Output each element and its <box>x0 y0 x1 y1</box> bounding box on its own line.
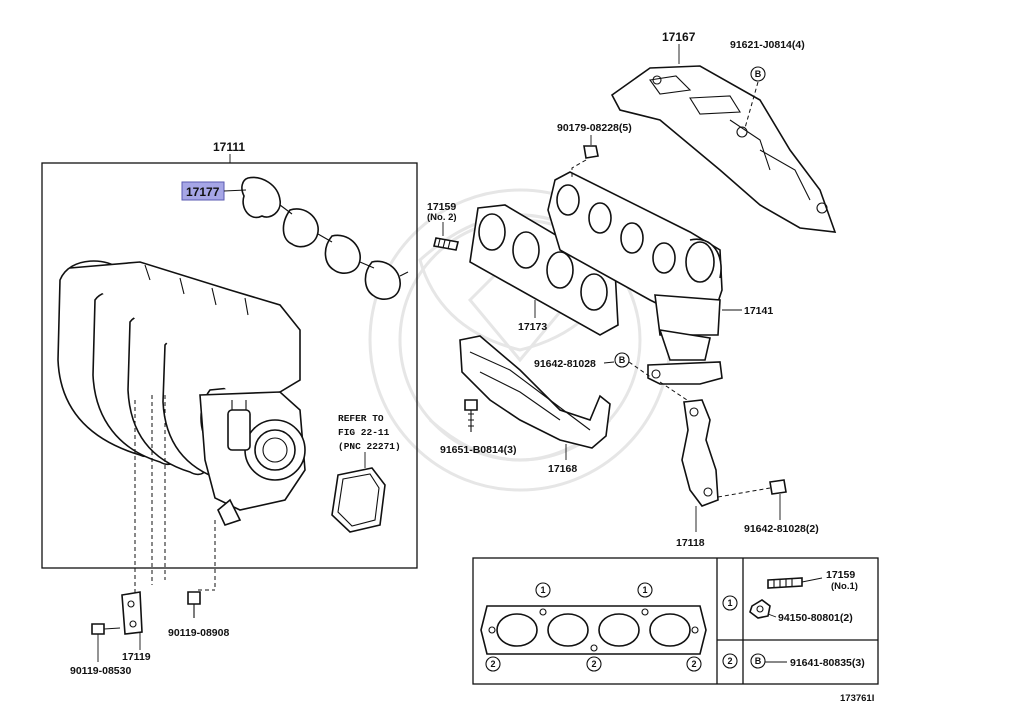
svg-text:2: 2 <box>490 659 495 669</box>
label-17173[interactable]: 17173 <box>518 321 547 333</box>
callout-2-b: 2 <box>586 656 602 672</box>
label-17159-box[interactable]: 17159 <box>826 569 855 581</box>
bracket-17119[interactable] <box>121 591 143 635</box>
circle-b-91641: B <box>750 653 766 669</box>
svg-text:2: 2 <box>591 659 596 669</box>
circle-b-91621: B <box>750 66 766 82</box>
throttle-body-gasket[interactable] <box>331 467 386 533</box>
label-90179-08228[interactable]: 90179-08228(5) <box>557 122 632 134</box>
svg-text:B: B <box>619 355 626 365</box>
label-17119[interactable]: 17119 <box>122 651 151 663</box>
note-line-2: FIG 22-11 <box>338 427 390 438</box>
intake-manifold[interactable] <box>57 260 306 526</box>
intake-manifold-frame <box>41 162 418 569</box>
label-17159-box-sub: (No.1) <box>831 581 858 592</box>
svg-text:1: 1 <box>540 585 545 595</box>
intake-manifold-gasket[interactable] <box>241 176 409 300</box>
label-91651-B0814[interactable]: 91651-B0814(3) <box>440 444 516 456</box>
legend-key-2: 2 <box>722 653 738 669</box>
label-17177[interactable]: 17177 <box>186 185 220 199</box>
diagram-id: 173761I <box>840 693 874 704</box>
exhaust-manifold-gasket[interactable] <box>469 204 619 336</box>
label-17167[interactable]: 17167 <box>662 30 696 44</box>
callout-2-c: 2 <box>686 656 702 672</box>
exhaust-manifold[interactable] <box>547 171 723 385</box>
circle-b-91642: B <box>614 352 630 368</box>
svg-text:1: 1 <box>727 598 732 608</box>
callout-1-b: 1 <box>637 582 653 598</box>
nut-94150-80801[interactable] <box>749 599 771 619</box>
svg-text:B: B <box>755 69 762 79</box>
bolt-91651-B0814[interactable] <box>464 399 478 432</box>
label-91642-81028-a[interactable]: 91642-81028 <box>534 358 596 370</box>
exhaust-gasket-detail[interactable] <box>480 605 707 655</box>
manifold-stay-17118[interactable] <box>681 399 719 507</box>
callout-2-a: 2 <box>485 656 501 672</box>
label-17118[interactable]: 17118 <box>676 537 705 549</box>
label-90119-08530[interactable]: 90119-08530 <box>70 665 131 677</box>
intake-manifold-group: 17111 17177 <box>41 140 418 595</box>
heat-insulator-lower[interactable] <box>459 335 611 449</box>
svg-text:2: 2 <box>691 659 696 669</box>
svg-text:1: 1 <box>642 585 647 595</box>
heat-insulator-upper[interactable] <box>610 65 837 233</box>
stud-17159-no1[interactable] <box>767 577 803 589</box>
note-line-3: (PNC 22271) <box>338 441 401 452</box>
note-line-1: REFER TO <box>338 413 384 424</box>
svg-text:2: 2 <box>727 656 732 666</box>
label-90119-08908[interactable]: 90119-08908 <box>168 627 229 639</box>
bolt-90119-08908[interactable] <box>187 591 201 618</box>
label-17168[interactable]: 17168 <box>548 463 577 475</box>
nut-90179-08228[interactable] <box>583 145 599 159</box>
callout-1-a: 1 <box>535 582 551 598</box>
legend-key-1: 1 <box>722 595 738 611</box>
label-17159-top[interactable]: 17159 <box>427 201 456 213</box>
label-91641-80835[interactable]: 91641-80835(3) <box>790 657 865 669</box>
label-17141[interactable]: 17141 <box>744 305 773 317</box>
label-91642-81028-b[interactable]: 91642-81028(2) <box>744 523 819 535</box>
bolt-91642-81028[interactable] <box>769 479 787 495</box>
label-17159-top-sub: (No. 2) <box>427 212 457 223</box>
gasket-legend-table: 1 1 2 2 2 1 2 17159 (No.1) 94150-80801(2… <box>472 557 879 685</box>
stud-17159-no2[interactable] <box>433 237 459 251</box>
label-17111[interactable]: 17111 <box>213 140 245 154</box>
svg-text:B: B <box>755 656 762 666</box>
bolt-90119-08530[interactable] <box>91 623 121 635</box>
label-94150-80801[interactable]: 94150-80801(2) <box>778 612 853 624</box>
label-91621-J0814[interactable]: 91621-J0814(4) <box>730 39 805 51</box>
